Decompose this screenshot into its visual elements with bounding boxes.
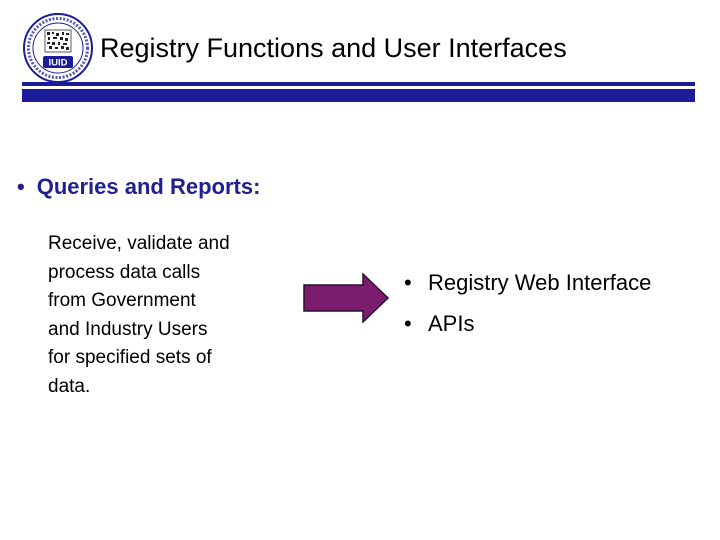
bullet-icon: • — [17, 174, 25, 199]
section-heading: • Queries and Reports: — [17, 174, 260, 200]
list-item-label: APIs — [428, 311, 475, 336]
header-rule-thick — [22, 89, 695, 102]
section-heading-text: Queries and Reports: — [36, 174, 261, 199]
bullet-icon: • — [404, 311, 412, 336]
paragraph-line: and Industry Users — [48, 318, 208, 340]
iuid-logo: IUID — [23, 13, 93, 83]
feature-list: • Registry Web Interface • APIs — [404, 262, 651, 344]
logo-text: IUID — [49, 58, 68, 69]
paragraph-line: process data calls — [48, 261, 201, 283]
list-item-label: Registry Web Interface — [428, 270, 652, 295]
description-paragraph: Receive, validate and process data calls… — [48, 230, 288, 401]
page-title: Registry Functions and User Interfaces — [100, 33, 567, 63]
list-item: • Registry Web Interface — [404, 262, 651, 303]
list-item: • APIs — [404, 303, 651, 344]
paragraph-line: Receive, validate and — [48, 233, 230, 254]
header-rule-thin — [22, 82, 695, 86]
paragraph-line: for specified sets of — [48, 347, 212, 368]
bullet-icon: • — [404, 270, 412, 295]
paragraph-line: from Government — [48, 290, 196, 311]
right-arrow-icon — [303, 273, 389, 323]
paragraph-line: data. — [48, 375, 91, 397]
